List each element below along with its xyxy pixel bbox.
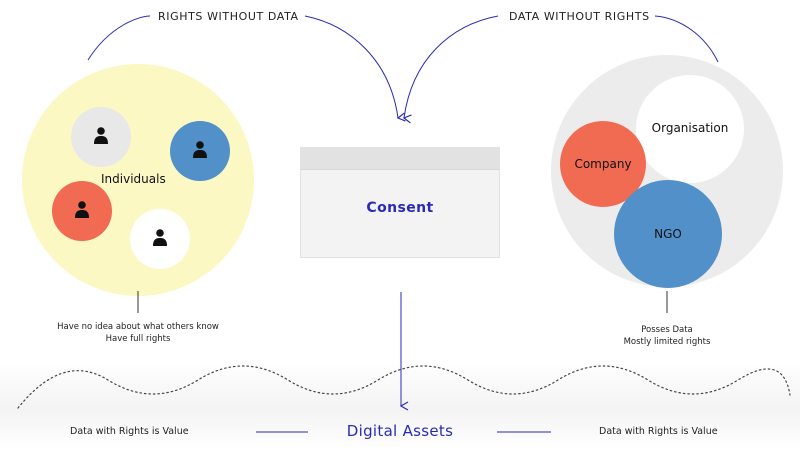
ngo-circle	[614, 180, 722, 288]
individuals-label: Individuals	[101, 172, 166, 186]
digital-assets-label: Digital Assets	[346, 422, 454, 440]
wavy-dotted-line	[17, 365, 791, 409]
organisation-circle	[636, 75, 744, 183]
company-label: Company	[574, 157, 632, 171]
individuals-note-line: Have no idea about what others know	[57, 322, 219, 332]
ngo-label: NGO	[654, 227, 682, 241]
arc-left-top	[87, 15, 151, 61]
footer-right-text: Data with Rights is Value	[599, 426, 718, 437]
data-without-rights-label: DATA WITHOUT RIGHTS	[509, 10, 650, 23]
consent-title: Consent	[366, 200, 434, 216]
arrow-rights-to-consent	[304, 15, 406, 122]
company-circle	[560, 121, 646, 207]
organisation-label: Organisation	[651, 121, 729, 135]
person-icon	[153, 229, 167, 246]
consent-card-header	[301, 148, 499, 170]
consent-card[interactable]: Consent	[300, 147, 500, 258]
organisations-note-line: Mostly limited rights	[623, 337, 711, 347]
person-icon	[94, 127, 108, 144]
arc-right-top	[654, 15, 719, 63]
individuals-note: Have no idea about what others know Have…	[38, 321, 238, 345]
arrow-data-to-consent	[402, 15, 499, 124]
individuals-note-line: Have full rights	[105, 334, 171, 344]
rights-without-data-label: RIGHTS WITHOUT DATA	[158, 10, 299, 23]
person-icon	[75, 201, 89, 218]
organisations-note: Posses Data Mostly limited rights	[587, 324, 747, 348]
footer-left-text: Data with Rights is Value	[70, 426, 189, 437]
person-icon	[193, 141, 207, 158]
organisations-note-line: Posses Data	[641, 325, 693, 335]
